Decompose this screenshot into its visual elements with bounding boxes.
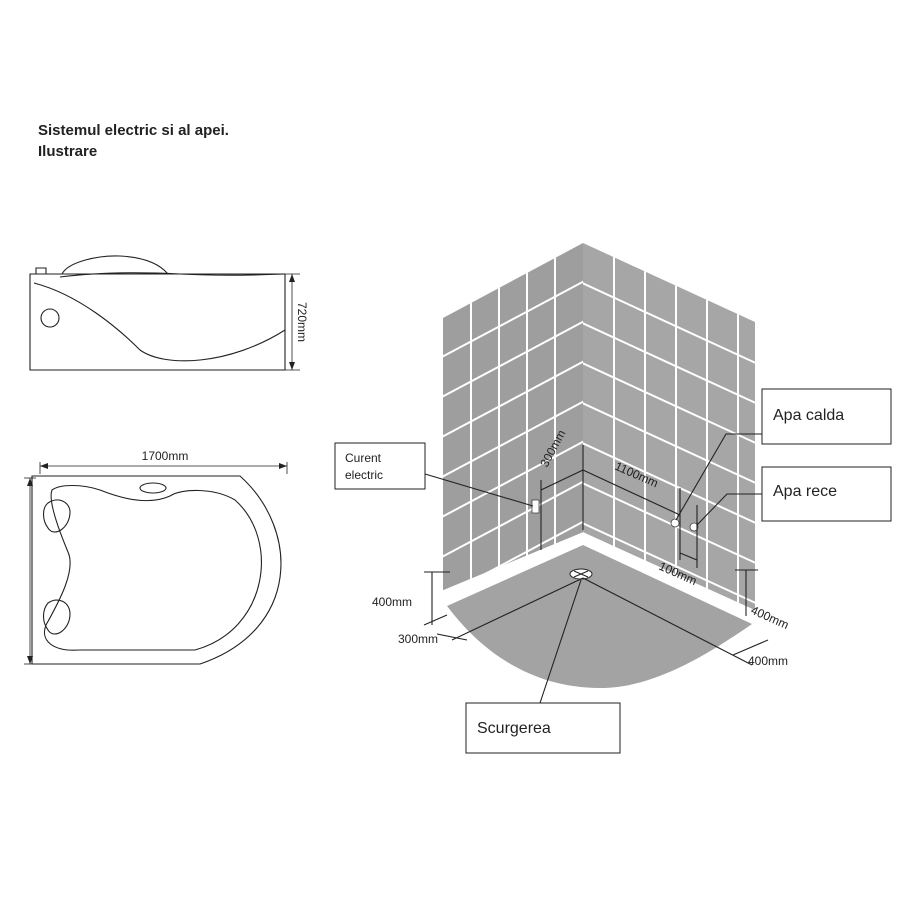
drain-icon	[569, 568, 593, 580]
left-wall	[443, 243, 583, 592]
dimension-height: 720mm	[280, 273, 309, 371]
floor-area	[447, 545, 752, 688]
callout-electric: Curent electric	[334, 442, 534, 507]
tub-inner-curve	[33, 282, 286, 362]
dimension-height-label: 720mm	[295, 302, 309, 342]
dimension-right-offset: 400mm	[732, 639, 788, 668]
dimension-length: 1700mm	[39, 449, 288, 474]
bathtub-side-view	[29, 255, 286, 371]
tub-headrest	[61, 255, 169, 275]
page-title: Sistemul electric si al apei. Ilustrare	[38, 120, 229, 162]
callout-electric-line-2: electric	[345, 468, 383, 482]
tub-overflow-circle	[40, 308, 60, 328]
dimension-left-offset: 300mm	[398, 632, 468, 646]
title-line-2: Ilustrare	[38, 143, 98, 160]
hot-water-outlet-icon	[670, 518, 680, 528]
room-corner	[441, 243, 757, 688]
cold-water-outlet-icon	[689, 522, 699, 532]
electric-socket-icon	[531, 499, 540, 514]
tub-pillow-upper	[42, 499, 71, 533]
callout-hot-water-label: Apa calda	[773, 407, 844, 424]
dimension-left-height-label: 400mm	[372, 595, 412, 609]
dimension-right-offset-label: 400mm	[748, 654, 788, 668]
callout-hot-water: Apa calda	[675, 388, 892, 521]
tub-basin-outline	[44, 484, 262, 651]
callout-cold-water-label: Apa rece	[773, 483, 837, 500]
tub-top-outline	[31, 475, 282, 665]
title-line-1: Sistemul electric si al apei.	[38, 122, 229, 139]
tub-pillow-lower	[42, 599, 71, 635]
tub-side-outline	[29, 273, 286, 371]
dimension-right-height-label: 400mm	[749, 603, 791, 632]
callout-drain-label: Scurgerea	[477, 720, 551, 737]
callout-electric-line-1: Curent	[345, 451, 382, 465]
callout-drain: Scurgerea	[465, 579, 621, 754]
dimension-length-label: 1700mm	[142, 449, 189, 463]
callout-cold-water: Apa rece	[696, 466, 892, 526]
right-wall-tiles	[583, 243, 755, 612]
tub-drain-top	[139, 482, 167, 494]
right-wall	[583, 243, 755, 612]
dimension-left-offset-label: 300mm	[398, 632, 438, 646]
bathtub-top-view	[31, 475, 282, 665]
dimension-width-line	[24, 477, 36, 665]
dimension-left-height: 400mm	[372, 571, 450, 626]
